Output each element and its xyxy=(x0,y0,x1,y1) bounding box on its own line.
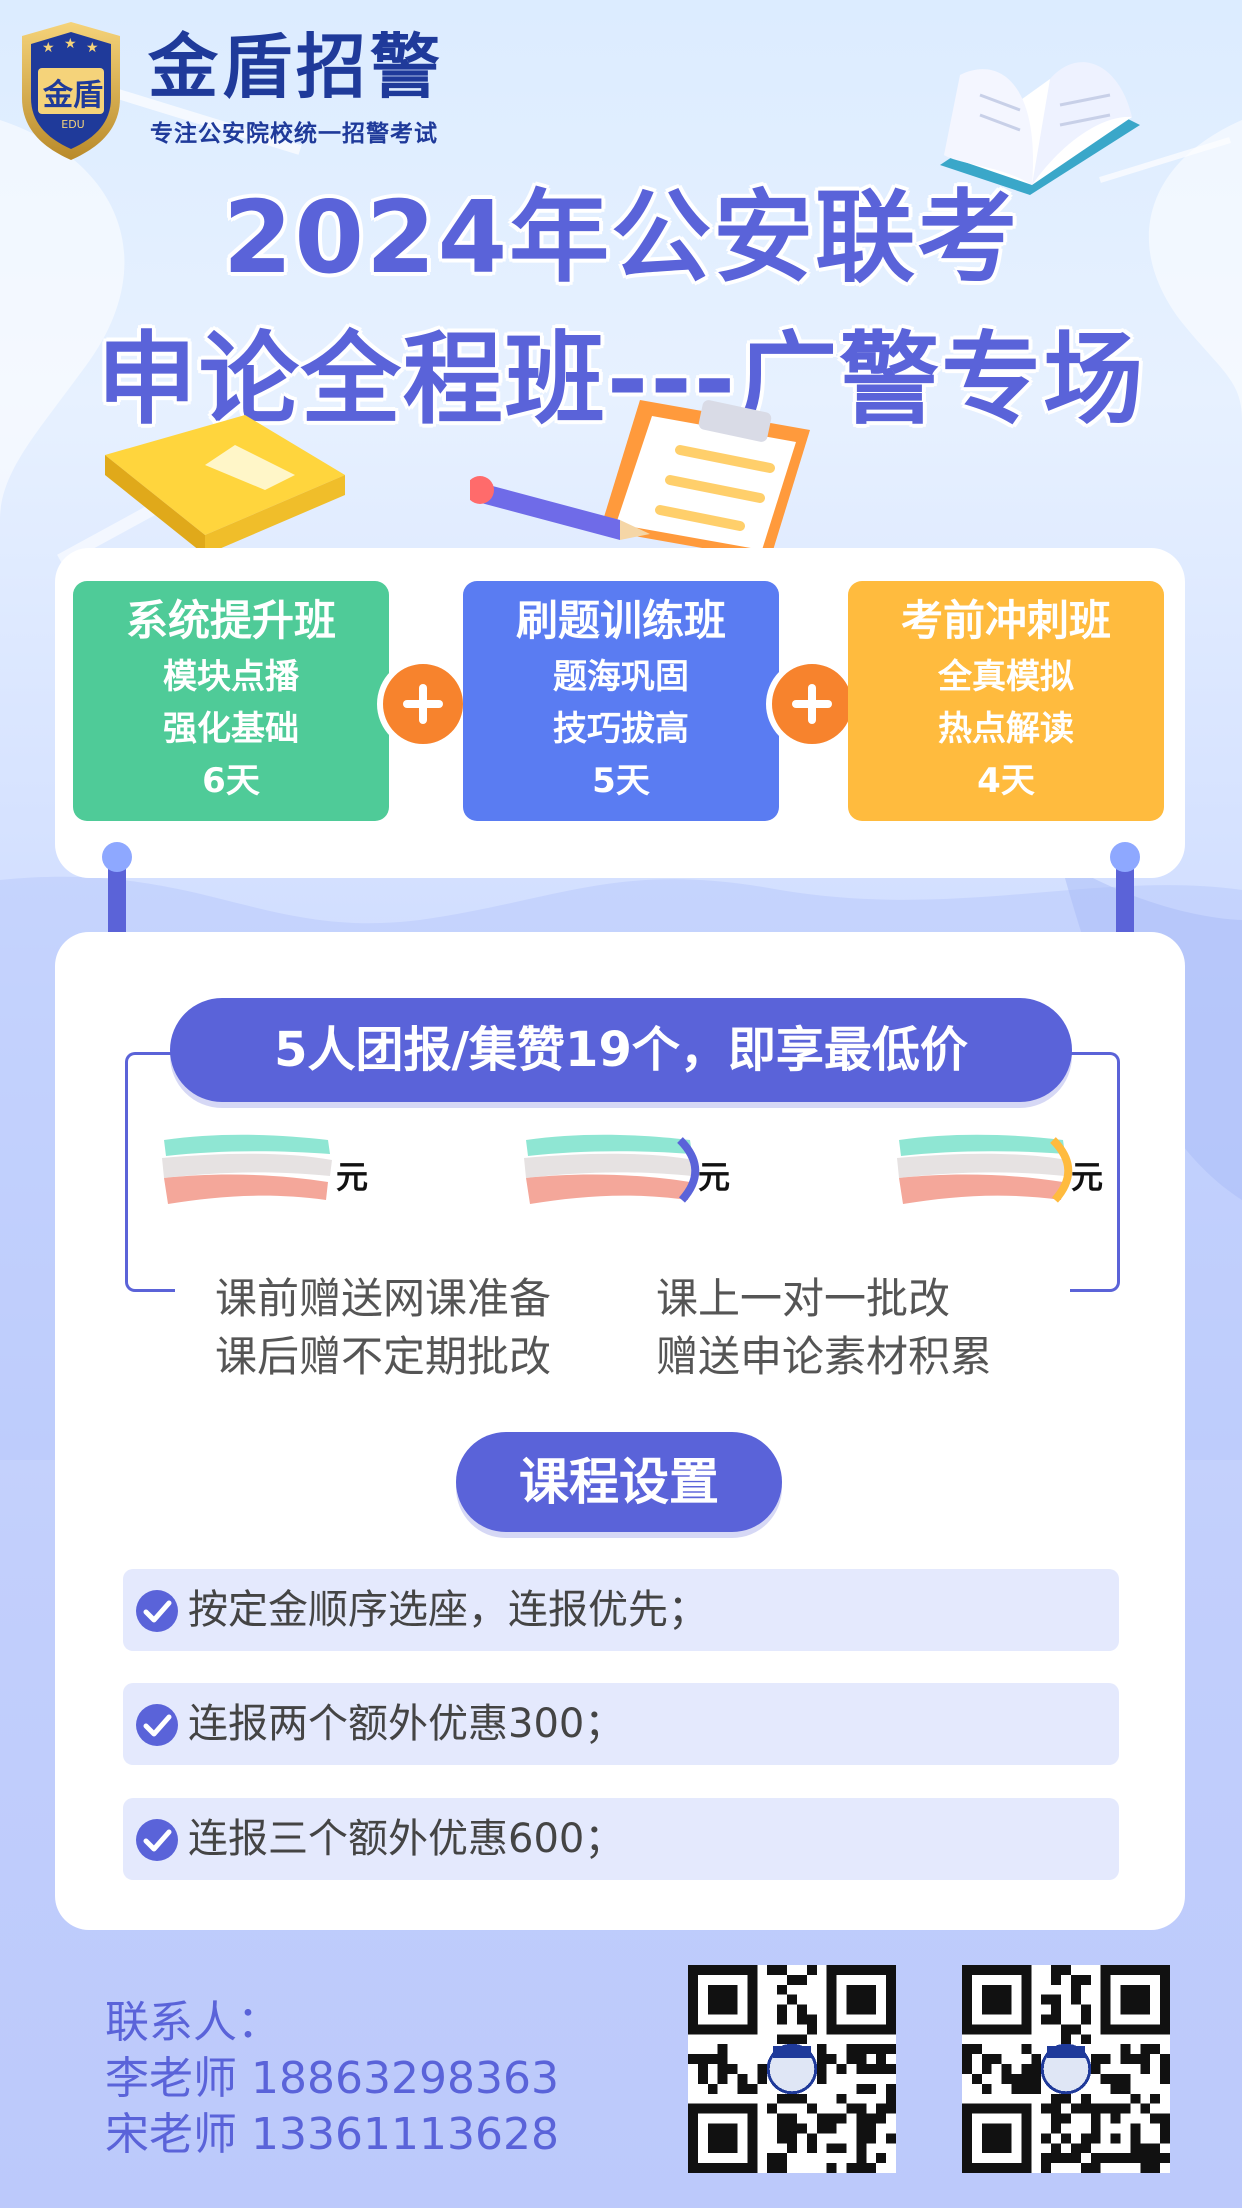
course-item-text: 连报两个额外优惠300； xyxy=(188,1701,625,1747)
plus-icon xyxy=(377,658,469,750)
course-item: 连报两个额外优惠300； xyxy=(123,1683,1119,1765)
brand-slogan: 专注公安院校统一招警考试 xyxy=(150,121,438,147)
logo-text: 金盾 xyxy=(43,78,103,113)
contact-person: 李老师 18863298363 xyxy=(105,2051,559,2107)
check-circle-icon xyxy=(136,1704,178,1746)
class-name: 系统提升班 xyxy=(125,596,336,645)
promo-banner: 5人团报/集赞19个，即享最低价 xyxy=(170,998,1072,1102)
benefits-right: 课上一对一批改 赠送申论素材积累 xyxy=(656,1270,992,1386)
logo-sub: EDU xyxy=(61,118,85,131)
contact-name: 李老师 xyxy=(105,2053,237,2104)
check-circle-icon xyxy=(136,1819,178,1861)
contact-phone[interactable]: 18863298363 xyxy=(251,2053,559,2104)
course-item: 按定金顺序选座，连报优先； xyxy=(123,1569,1119,1651)
price-unit: 元 xyxy=(698,1158,731,1196)
course-item-text: 按定金顺序选座，连报优先； xyxy=(188,1587,708,1633)
class-days: 6天 xyxy=(202,761,260,801)
svg-text:★: ★ xyxy=(86,40,99,56)
contact-person: 宋老师 13361113628 xyxy=(105,2107,559,2163)
main-title-line2: 申论全程班---广警专场 xyxy=(96,321,1146,438)
class-feature: 模块点播 xyxy=(163,657,299,697)
plus-icon xyxy=(766,658,858,750)
contact-label: 联系人： xyxy=(105,1997,281,2048)
main-title-line1: 2024年公安联考 xyxy=(222,179,1020,296)
clipboard-pencil-icon xyxy=(470,400,810,560)
benefit-text: 赠送申论素材积累 xyxy=(656,1332,993,1381)
class-feature: 全真模拟 xyxy=(938,657,1074,697)
class-box-system: 系统提升班 模块点播 强化基础 6天 xyxy=(73,581,389,821)
brand-name: 金盾招警 xyxy=(148,26,444,108)
class-feature: 题海巩固 xyxy=(553,657,689,697)
svg-text:★: ★ xyxy=(64,36,77,52)
price-hidden: 元 xyxy=(158,1130,418,1210)
price-smear xyxy=(162,1134,332,1204)
class-feature: 热点解读 xyxy=(938,709,1074,749)
price-smear xyxy=(524,1134,700,1204)
class-name: 刷题训练班 xyxy=(515,596,726,645)
class-box-practice: 刷题训练班 题海巩固 技巧拔高 5天 xyxy=(463,581,779,821)
price-hidden: 元 xyxy=(520,1130,780,1210)
qr-code-icon[interactable] xyxy=(688,1965,896,2173)
class-feature: 技巧拔高 xyxy=(553,709,689,749)
yellow-book-icon xyxy=(105,415,345,555)
class-days: 4天 xyxy=(977,761,1035,801)
price-unit: 元 xyxy=(336,1158,369,1196)
class-name: 考前冲刺班 xyxy=(900,596,1111,645)
class-days: 5天 xyxy=(592,761,650,801)
svg-text:★: ★ xyxy=(42,40,55,56)
check-circle-icon xyxy=(136,1590,178,1632)
qr-code-icon[interactable] xyxy=(962,1965,1170,2173)
course-heading: 课程设置 xyxy=(456,1432,782,1532)
contact-phone[interactable]: 13361113628 xyxy=(251,2109,559,2160)
price-hidden: 元 xyxy=(893,1130,1153,1210)
bracket-right xyxy=(1070,1052,1120,1292)
bracket-left xyxy=(125,1052,175,1292)
course-item-text: 连报三个额外优惠600； xyxy=(188,1816,625,1862)
shield-logo-icon: ★ ★ ★ xyxy=(22,22,120,160)
class-feature: 强化基础 xyxy=(163,709,299,749)
open-book-icon xyxy=(940,62,1140,195)
benefit-text: 课上一对一批改 xyxy=(656,1274,951,1323)
price-unit: 元 xyxy=(1071,1158,1104,1196)
benefit-text: 课前赠送网课准备 xyxy=(215,1274,552,1323)
price-smear xyxy=(897,1134,1073,1204)
contact-name: 宋老师 xyxy=(105,2109,237,2160)
course-item: 连报三个额外优惠600； xyxy=(123,1798,1119,1880)
benefits-left: 课前赠送网课准备 课后赠不定期批改 xyxy=(215,1270,551,1386)
class-box-sprint: 考前冲刺班 全真模拟 热点解读 4天 xyxy=(848,581,1164,821)
benefit-text: 课后赠不定期批改 xyxy=(215,1332,552,1381)
